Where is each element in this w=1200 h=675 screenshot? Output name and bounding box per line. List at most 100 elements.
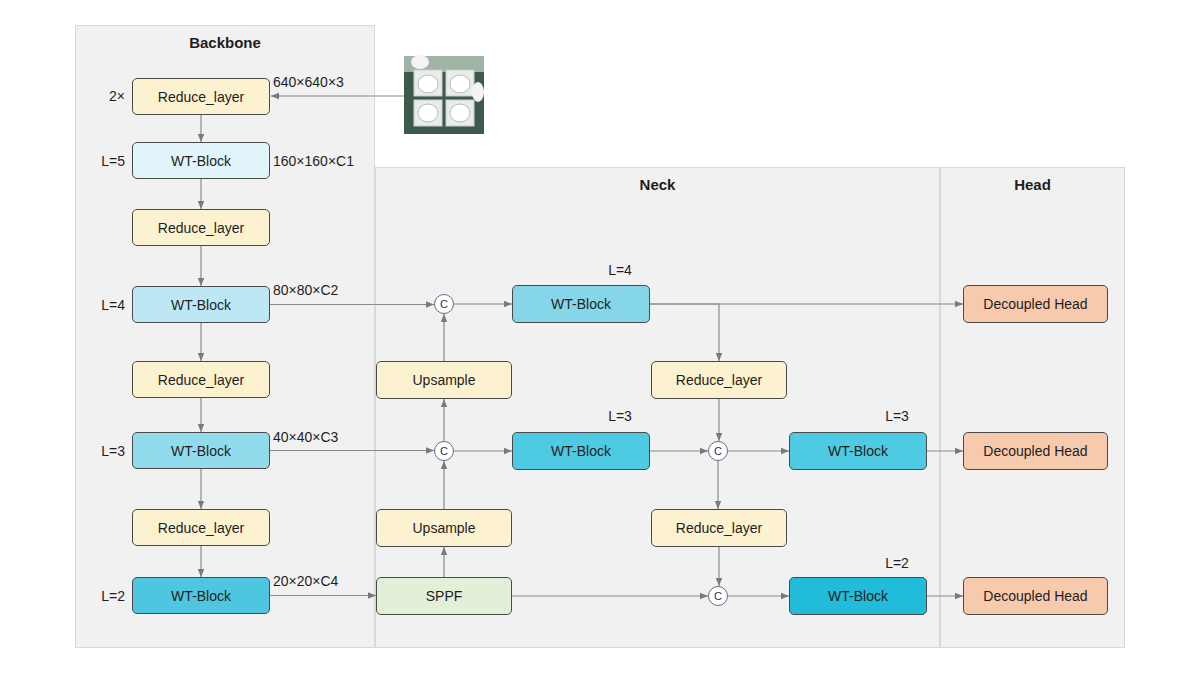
process-box: WT-Block [132, 577, 270, 614]
node-label: C [714, 590, 722, 602]
process-box: WT-Block [512, 285, 650, 323]
connector-arrow [270, 595, 376, 596]
process-box: Reduce_layer [651, 361, 787, 399]
process-box: Reduce_layer [132, 209, 270, 246]
section-panel: NeckCWT-BlockUpsampleReduce_layerCWT-Blo… [375, 167, 940, 648]
node-label: C [440, 445, 448, 457]
image-cell [446, 70, 474, 96]
connector-arrow [718, 399, 719, 441]
input-image [404, 55, 484, 134]
concat-circle: C [708, 586, 728, 606]
node-label: Decoupled Head [983, 296, 1087, 312]
node-label: WT-Block [171, 588, 231, 604]
image-part [450, 104, 470, 122]
node-label: Decoupled Head [983, 588, 1087, 604]
process-box: Reduce_layer [132, 361, 270, 398]
connector-arrow [200, 179, 201, 209]
connector-arrow [728, 450, 789, 451]
process-box: WT-Block [132, 432, 270, 469]
annotation-label: 40×40×C3 [273, 429, 338, 445]
connector-arrow [650, 304, 719, 361]
connector-arrow [200, 398, 201, 432]
annotation-label: L=4 [608, 262, 632, 278]
node-label: WT-Block [171, 297, 231, 313]
process-box: SPPF [376, 577, 512, 615]
node-label: Reduce_layer [158, 89, 244, 105]
image-part [411, 55, 429, 69]
concat-circle: C [434, 441, 454, 461]
connector-arrow [270, 304, 434, 305]
node-label: WT-Block [828, 588, 888, 604]
node-label: C [714, 445, 722, 457]
annotation-label: L=3 [885, 408, 909, 424]
process-box: Reduce_layer [132, 509, 270, 546]
node-label: WT-Block [171, 153, 231, 169]
connector-arrow [650, 303, 963, 304]
node-label: Reduce_layer [158, 220, 244, 236]
node-label: WT-Block [551, 296, 611, 312]
connector-arrow [717, 461, 718, 509]
image-part [418, 104, 438, 122]
annotation-label: 2× [109, 88, 125, 104]
image-part [472, 82, 484, 102]
annotation-label: L=5 [101, 153, 125, 169]
process-box: WT-Block [132, 286, 270, 323]
image-sky [404, 56, 484, 72]
process-box: Decoupled Head [963, 285, 1108, 323]
node-label: WT-Block [828, 443, 888, 459]
annotation-label: 80×80×C2 [273, 282, 338, 298]
connector-arrow [650, 450, 708, 451]
node-label: Upsample [412, 520, 475, 536]
node-label: WT-Block [171, 443, 231, 459]
connector-arrow [512, 595, 708, 596]
node-label: WT-Block [551, 443, 611, 459]
annotation-label: L=3 [101, 443, 125, 459]
annotation-label: L=2 [885, 555, 909, 571]
concat-circle: C [434, 294, 454, 314]
connector-arrow [443, 461, 444, 509]
image-part [418, 75, 438, 93]
section-title: Head [941, 168, 1124, 193]
image-cell [446, 100, 474, 126]
process-box: Decoupled Head [963, 432, 1108, 470]
connector-arrow [718, 547, 719, 586]
connector-arrow [443, 547, 444, 577]
node-label: Reduce_layer [158, 372, 244, 388]
concat-circle: C [708, 441, 728, 461]
node-label: SPPF [426, 588, 463, 604]
annotation-label: 160×160×C1 [273, 153, 354, 169]
annotation-label: L=2 [101, 588, 125, 604]
connector-arrow [200, 469, 201, 509]
annotation-label: 20×20×C4 [273, 573, 338, 589]
node-label: Reduce_layer [158, 520, 244, 536]
node-label: Upsample [412, 372, 475, 388]
section-panel: HeadDecoupled HeadDecoupled HeadDecouple… [940, 167, 1125, 648]
connector-arrow [454, 303, 512, 304]
process-box: WT-Block [512, 432, 650, 470]
node-label: Reduce_layer [676, 372, 762, 388]
process-box: Decoupled Head [963, 577, 1108, 615]
annotation-label: L=4 [101, 297, 125, 313]
node-label: Decoupled Head [983, 443, 1087, 459]
input-arrow [271, 95, 404, 96]
process-box: Upsample [376, 509, 512, 547]
connector-arrow [270, 450, 434, 451]
image-cell [414, 70, 442, 96]
image-background [404, 56, 484, 134]
connector-arrow [200, 323, 201, 361]
node-label: Reduce_layer [676, 520, 762, 536]
process-box: WT-Block [789, 432, 927, 470]
connector-arrow [728, 595, 789, 596]
image-cell [414, 100, 442, 126]
process-box: Reduce_layer [651, 509, 787, 547]
node-label: C [440, 298, 448, 310]
connector-arrow [200, 115, 201, 142]
connector-arrow [454, 450, 512, 451]
process-box: Upsample [376, 361, 512, 399]
connector-arrow [200, 546, 201, 577]
connector-arrow [443, 314, 444, 361]
